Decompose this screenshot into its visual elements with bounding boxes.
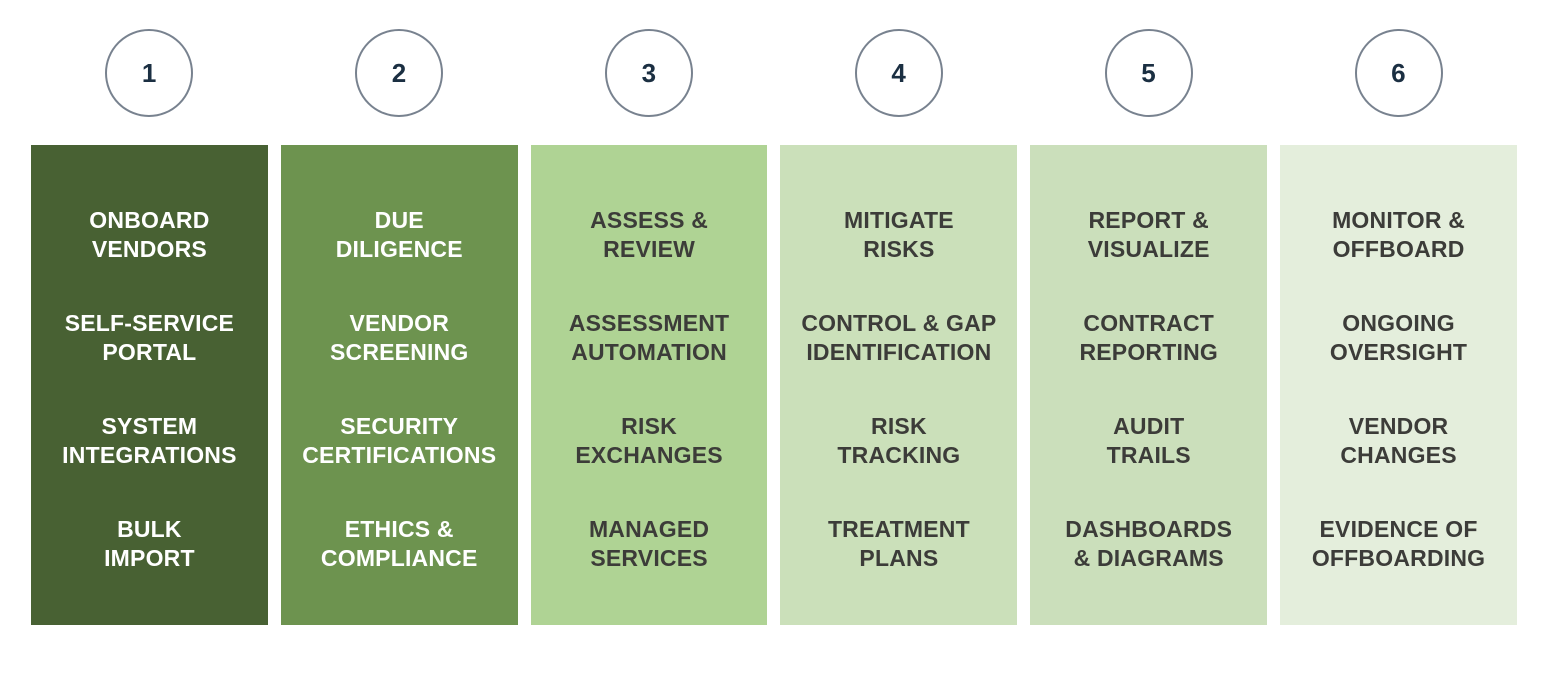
stage-cell-label: REPORT & VISUALIZE: [1087, 206, 1210, 262]
step-circle-3: 3: [605, 28, 694, 117]
step-circle-6: 6: [1354, 28, 1443, 117]
stage-cell-5-1: REPORT & VISUALIZE: [1036, 183, 1261, 286]
stage-cell-1-4: BULK IMPORT: [37, 492, 262, 595]
step-circle-4: 4: [854, 28, 943, 117]
stage-column-4: MITIGATE RISKS CONTROL & GAP IDENTIFICAT…: [780, 145, 1018, 625]
stage-column-3: ASSESS & REVIEW ASSESSMENT AUTOMATION RI…: [530, 145, 768, 625]
stage-cell-label: MANAGED SERVICES: [588, 515, 710, 571]
stage-cell-label: CONTROL & GAP IDENTIFICATION: [801, 309, 997, 365]
stage-cell-1-3: SYSTEM INTEGRATIONS: [37, 389, 262, 492]
stage-cell-5-4: DASHBOARDS & DIAGRAMS: [1036, 492, 1261, 595]
stage-column-5: REPORT & VISUALIZE CONTRACT REPORTING AU…: [1030, 145, 1268, 625]
step-circle-1: 1: [105, 28, 194, 117]
stage-cell-label: AUDIT TRAILS: [1106, 412, 1191, 468]
stage-cell-label: TREATMENT PLANS: [827, 515, 970, 571]
stage-cell-label: DUE DILIGENCE: [335, 206, 463, 262]
stage-cell-label: BULK IMPORT: [104, 515, 195, 571]
step-number-label-3: 3: [641, 57, 657, 88]
step-circle-5: 5: [1104, 28, 1193, 117]
stage-cell-6-4: EVIDENCE OF OFFBOARDING: [1286, 492, 1511, 595]
step-header-5: 5: [1030, 28, 1267, 117]
stage-cell-label: VENDOR CHANGES: [1340, 412, 1457, 468]
stage-column-1: ONBOARD VENDORS SELF-SERVICE PORTAL SYST…: [31, 145, 268, 625]
step-number-label-5: 5: [1141, 57, 1157, 88]
stage-cell-label: ONGOING OVERSIGHT: [1329, 309, 1468, 365]
stage-cell-4-3: RISK TRACKING: [786, 389, 1011, 492]
stage-cell-3-2: ASSESSMENT AUTOMATION: [537, 286, 762, 389]
stage-column-2: DUE DILIGENCE VENDOR SCREENING SECURITY …: [280, 145, 518, 625]
stage-cell-6-3: VENDOR CHANGES: [1286, 389, 1511, 492]
stage-cell-label: ASSESSMENT AUTOMATION: [568, 309, 730, 365]
stage-column-6: MONITOR & OFFBOARD ONGOING OVERSIGHT VEN…: [1280, 145, 1517, 625]
stage-cell-3-1: ASSESS & REVIEW: [537, 183, 762, 286]
stage-cell-3-4: MANAGED SERVICES: [537, 492, 762, 595]
step-number-label-4: 4: [891, 57, 907, 88]
stage-cell-3-3: RISK EXCHANGES: [537, 389, 762, 492]
step-number-label-1: 1: [141, 57, 157, 88]
stage-cell-2-1: DUE DILIGENCE: [287, 183, 512, 286]
stage-cell-1-2: SELF-SERVICE PORTAL: [37, 286, 262, 389]
stage-cell-label: SYSTEM INTEGRATIONS: [62, 412, 237, 468]
step-header-2: 2: [281, 28, 518, 117]
stage-cell-label: MONITOR & OFFBOARD: [1332, 206, 1466, 262]
stage-cell-label: CONTRACT REPORTING: [1079, 309, 1218, 365]
step-number-label-6: 6: [1391, 57, 1407, 88]
step-header-1: 1: [31, 28, 268, 117]
step-header-4: 4: [780, 28, 1017, 117]
stage-cell-2-2: VENDOR SCREENING: [287, 286, 512, 389]
stage-cell-label: DASHBOARDS & DIAGRAMS: [1065, 515, 1233, 571]
stage-cell-5-2: CONTRACT REPORTING: [1036, 286, 1261, 389]
stage-cell-label: ETHICS & COMPLIANCE: [320, 515, 478, 571]
stage-cell-label: ONBOARD VENDORS: [89, 206, 210, 262]
stage-columns-row: ONBOARD VENDORS SELF-SERVICE PORTAL SYST…: [31, 145, 1517, 625]
stage-cell-label: EVIDENCE OF OFFBOARDING: [1311, 515, 1486, 571]
step-header-6: 6: [1280, 28, 1517, 117]
stage-cell-2-3: SECURITY CERTIFICATIONS: [287, 389, 512, 492]
step-header-3: 3: [531, 28, 768, 117]
stage-cell-4-4: TREATMENT PLANS: [786, 492, 1011, 595]
stage-cell-5-3: AUDIT TRAILS: [1036, 389, 1261, 492]
stage-cell-label: RISK EXCHANGES: [575, 412, 723, 468]
stage-cell-4-1: MITIGATE RISKS: [786, 183, 1011, 286]
stage-cell-2-4: ETHICS & COMPLIANCE: [287, 492, 512, 595]
stage-cell-label: ASSESS & REVIEW: [590, 206, 709, 262]
stage-cell-6-2: ONGOING OVERSIGHT: [1286, 286, 1511, 389]
step-circle-2: 2: [355, 28, 444, 117]
stage-cell-6-1: MONITOR & OFFBOARD: [1286, 183, 1511, 286]
stage-cell-1-1: ONBOARD VENDORS: [37, 183, 262, 286]
step-number-row: 1 2 3 4 5 6: [31, 0, 1517, 145]
stage-cell-4-2: CONTROL & GAP IDENTIFICATION: [786, 286, 1011, 389]
stage-cell-label: RISK TRACKING: [837, 412, 961, 468]
stage-cell-label: MITIGATE RISKS: [844, 206, 954, 262]
stage-cell-label: SECURITY CERTIFICATIONS: [302, 412, 497, 468]
stage-cell-label: VENDOR SCREENING: [329, 309, 469, 365]
stage-cell-label: SELF-SERVICE PORTAL: [64, 309, 235, 365]
step-number-label-2: 2: [391, 57, 407, 88]
